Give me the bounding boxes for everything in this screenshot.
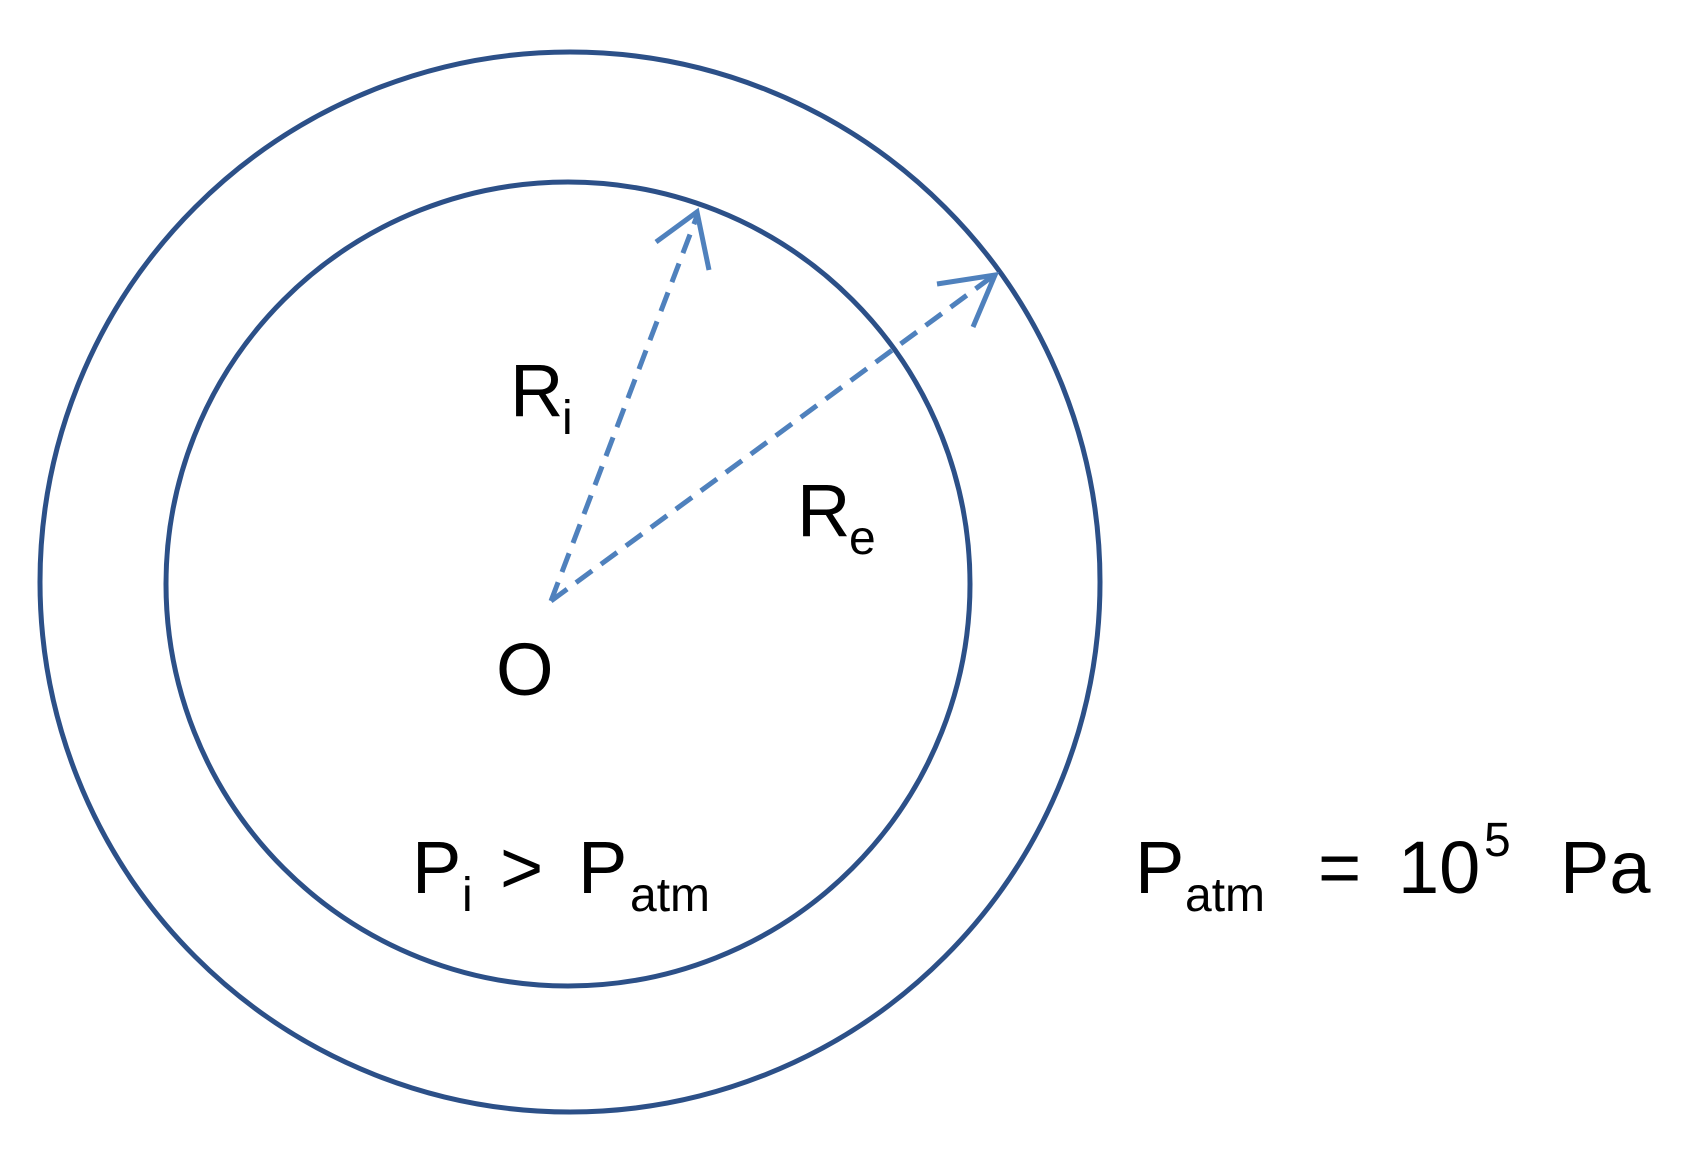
svg-text:P: P bbox=[412, 826, 461, 909]
svg-text:R: R bbox=[797, 469, 850, 552]
inner-circle bbox=[163, 179, 973, 989]
svg-text:e: e bbox=[849, 512, 876, 565]
svg-text:10: 10 bbox=[1398, 826, 1480, 909]
inner-pressure-label: P i > P atm bbox=[412, 826, 710, 922]
center-label: O bbox=[496, 628, 554, 711]
svg-text:P: P bbox=[1135, 826, 1184, 909]
svg-text:>: > bbox=[500, 826, 543, 909]
outer-circle bbox=[37, 49, 1103, 1115]
svg-text:Pa: Pa bbox=[1560, 826, 1651, 909]
svg-text:i: i bbox=[462, 869, 473, 922]
atmospheric-pressure-label: P atm = 10 5 Pa bbox=[1135, 814, 1651, 922]
svg-text:P: P bbox=[578, 826, 627, 909]
outer-radius-label: R e bbox=[797, 469, 876, 565]
svg-text:=: = bbox=[1318, 826, 1361, 909]
svg-text:R: R bbox=[510, 349, 563, 432]
svg-text:5: 5 bbox=[1484, 814, 1511, 867]
inner-radius-arrow bbox=[548, 207, 712, 602]
outer-radius-arrow bbox=[549, 271, 1000, 604]
svg-text:atm: atm bbox=[1185, 869, 1265, 922]
inner-radius-label: R i bbox=[510, 349, 573, 445]
svg-text:i: i bbox=[562, 392, 573, 445]
svg-text:atm: atm bbox=[630, 869, 710, 922]
